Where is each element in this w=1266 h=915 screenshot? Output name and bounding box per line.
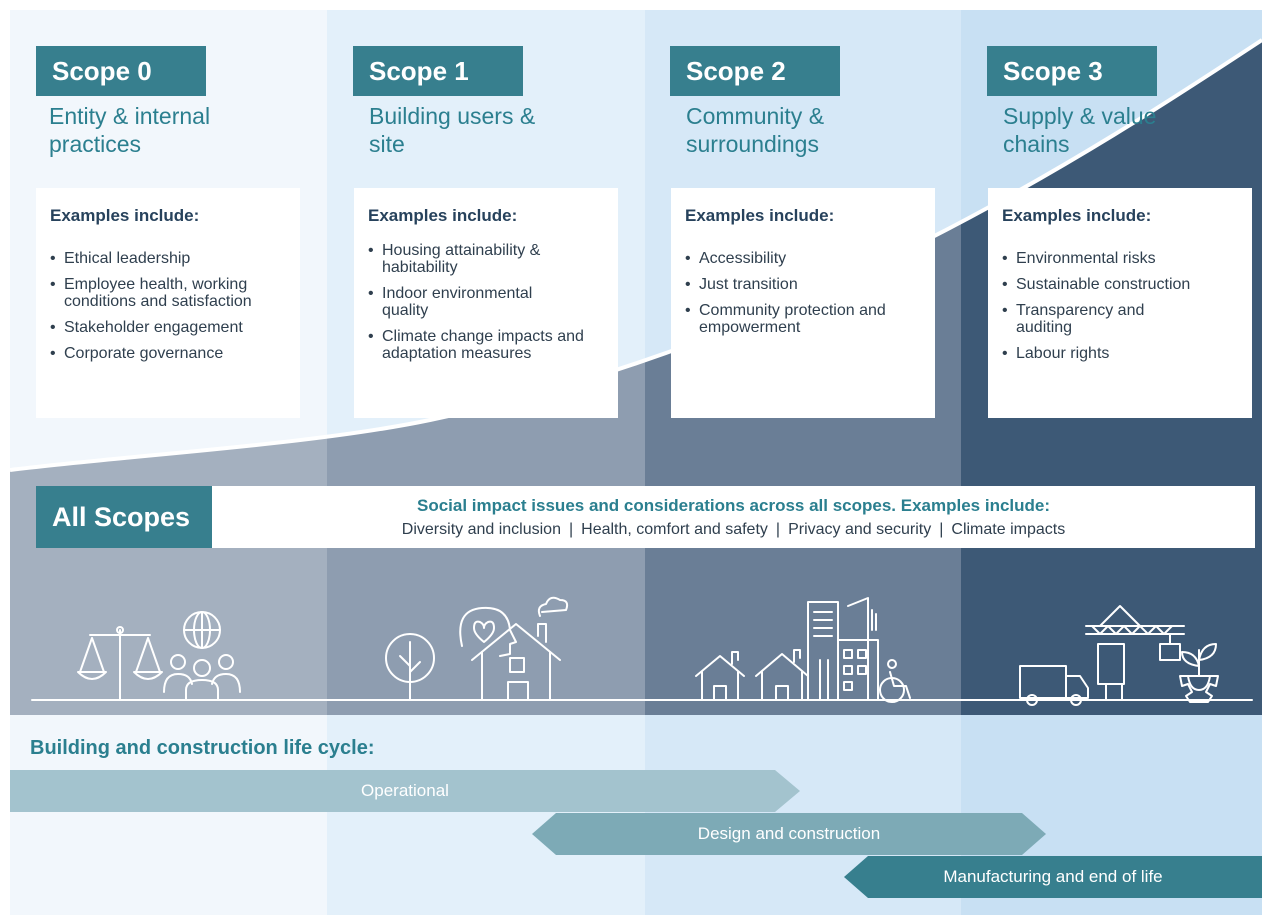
all-scopes-items: Diversity and inclusion | Health, comfort … [212,521,1255,539]
infographic: Scope 0 Entity & internal practices Exam… [10,10,1262,915]
city-buildings-icon [807,597,879,701]
cloud-icon [537,596,569,617]
all-scopes-header: Social impact issues and considerations … [416,496,1051,515]
truck-icon [1019,665,1089,706]
scope-1-tag: Scope 1 [353,46,523,96]
list-item: Environmental risks [1002,250,1238,267]
plant-gear-icon [1179,643,1219,703]
lifecycle-phase-design: Design and construction [532,813,1046,855]
list-item: Labour rights [1002,345,1238,362]
all-scopes-item: Privacy and security [788,521,932,538]
scope-3-card: Examples include: Environmental risks Su… [988,188,1252,418]
illustration [31,596,1253,706]
separator: | [939,521,944,538]
list-item: Indoor environmental quality [368,285,567,319]
all-scopes-box: Social impact issues and considerations … [212,486,1255,548]
lifecycle-phase-manufacturing: Manufacturing and end of life [844,856,1262,898]
wheelchair-icon [879,659,911,703]
house-icon [471,623,561,701]
list-item: Accessibility [685,250,921,267]
scope-0-tag: Scope 0 [36,46,206,96]
scope-1-card-header: Examples include: [368,206,518,225]
all-scopes-tag: All Scopes [36,486,212,548]
tree-icon [385,633,435,701]
list-item: Sustainable construction [1002,276,1238,293]
list-item: Housing attainability & habitability [368,242,567,276]
scope-2-card: Examples include: Accessibility Just tra… [671,188,935,418]
separator: | [568,521,574,538]
scope-3-tag: Scope 3 [987,46,1157,96]
list-item: Employee health, working conditions and … [50,276,286,310]
list-item: Climate change impacts and adaptation me… [368,328,602,362]
scope-3-card-header: Examples include: [1002,206,1152,225]
scope-0-card-header: Examples include: [50,206,200,225]
scope-1-card: Examples include: Housing attainability … [354,188,618,418]
list-item: Ethical leadership [50,250,286,267]
lifecycle-phase-label: Design and construction [697,824,881,843]
list-item: Community protection and empowerment [685,302,899,336]
lifecycle-title: Building and construction life cycle: [30,737,375,759]
scales-icon [77,626,163,701]
list-item: Corporate governance [50,345,286,362]
lifecycle-phase-label: Manufacturing and end of life [943,867,1163,886]
scope-3-subtitle: Supply & value chains [1003,103,1157,157]
lifecycle-phase-label: Operational [361,781,449,800]
scope-2-card-header: Examples include: [685,206,835,225]
all-scopes-item: Diversity and inclusion [401,521,561,538]
list-item: Transparency and auditing [1002,302,1196,336]
list-item: Just transition [685,276,921,293]
all-scopes-item: Climate impacts [951,521,1066,538]
people-globe-icon [163,611,241,701]
scope-0-card: Examples include: Ethical leadership Emp… [36,188,300,418]
houses-icon [695,649,809,701]
scope-0-subtitle: Entity & internal practices [49,103,211,157]
scope-2-tag: Scope 2 [670,46,840,96]
list-item: Stakeholder engagement [50,319,286,336]
all-scopes-item: Health, comfort and safety [581,521,768,538]
separator: | [775,521,781,538]
crane-icon [1085,605,1185,701]
lifecycle-phase-operational: Operational [10,770,800,812]
scope-1-subtitle: Building users & site [369,103,536,157]
scope-2-subtitle: Community & surroundings [686,103,825,157]
